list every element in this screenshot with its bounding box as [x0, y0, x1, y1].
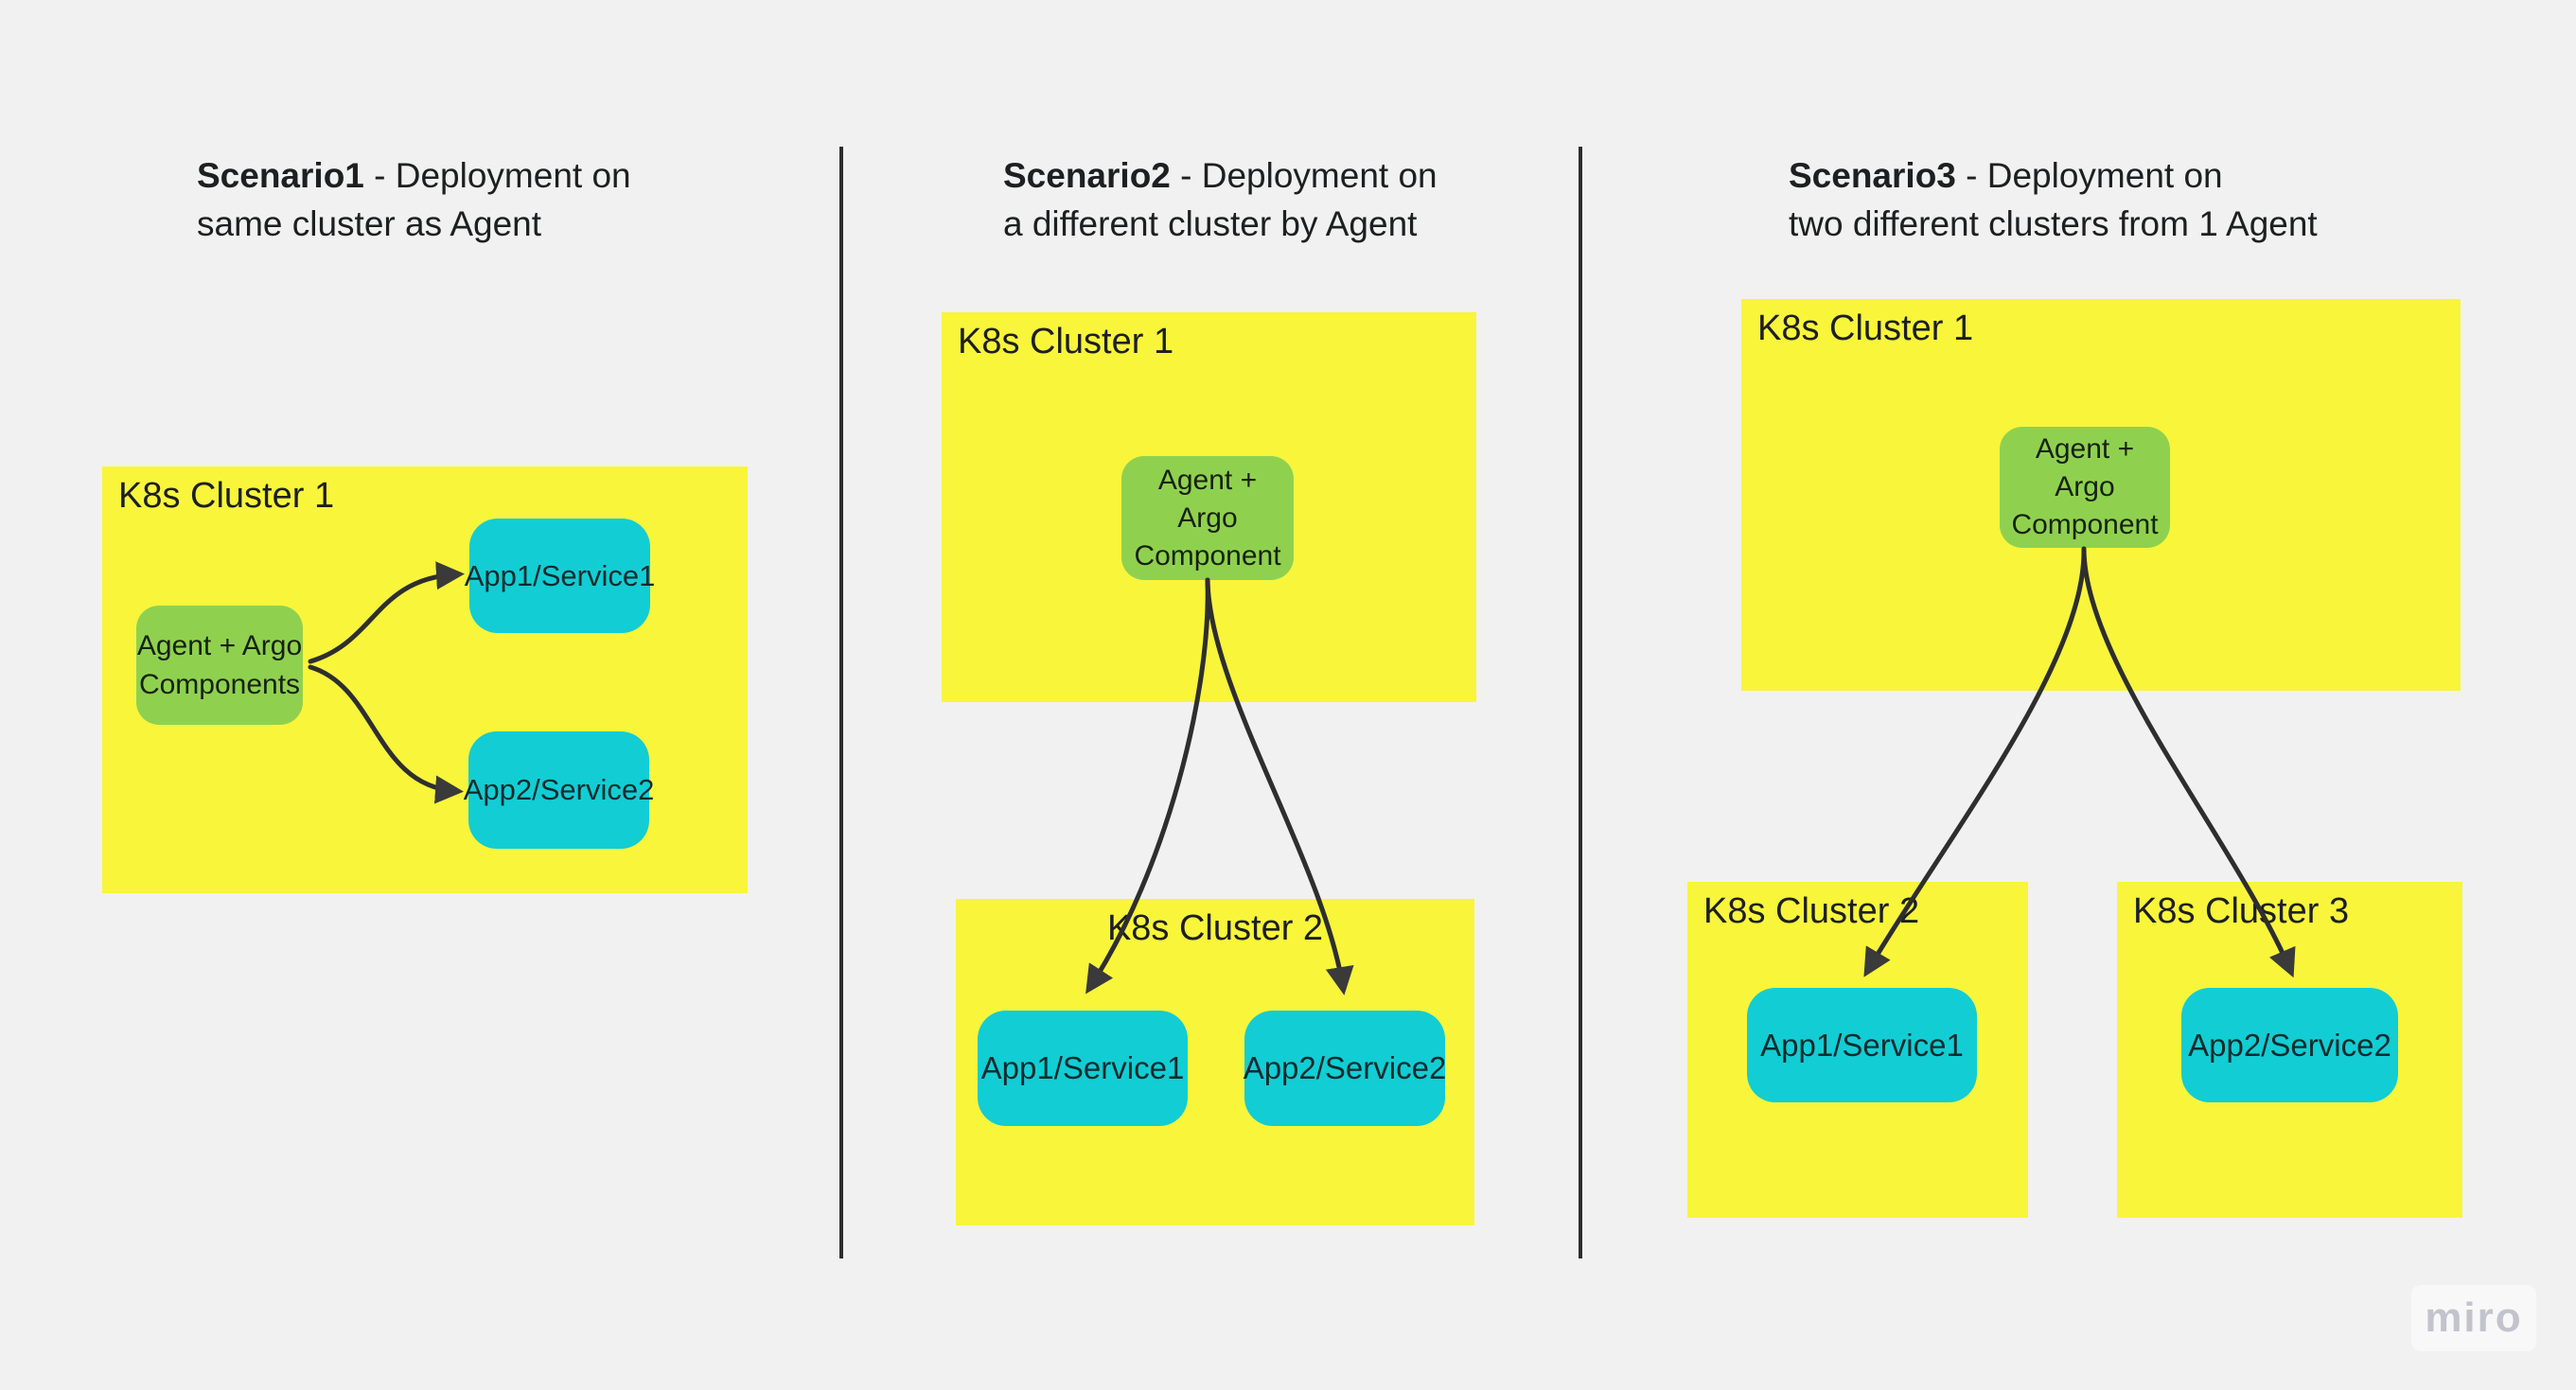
miro-logo: miro [2425, 1294, 2523, 1341]
scenario2-title[interactable]: Scenario2 - Deployment on a different cl… [1003, 151, 1438, 248]
scenario1-app2-label: App2/Service2 [463, 773, 655, 806]
scenario3-cluster1-label: K8s Cluster 1 [1757, 308, 1974, 348]
scenario3-title[interactable]: Scenario3 - Deployment on two different … [1789, 151, 2318, 248]
scenario1-arrow-agent-to-app1[interactable] [308, 561, 465, 664]
scenario2-arrow-agent-to-app1[interactable] [1085, 577, 1210, 994]
scenario2-cluster1-label: K8s Cluster 1 [958, 322, 1174, 361]
scenario1-title-line2: same cluster as Agent [197, 204, 542, 243]
scenario2-app2-box[interactable]: App2/Service2 [1243, 1011, 1447, 1126]
scenario2-cluster1[interactable]: K8s Cluster 1 [942, 312, 1476, 702]
scenario3-title-rest: - Deployment on [1955, 156, 2223, 195]
scenario3-title-line2: two different clusters from 1 Agent [1789, 204, 2318, 243]
divider-line-1[interactable] [839, 147, 843, 1258]
miro-watermark[interactable]: miro [2411, 1285, 2536, 1351]
scenario3-arrow-agent-to-app2[interactable] [2081, 546, 2296, 978]
scenario2-agent-label: Agent + Argo Component [1134, 464, 1281, 572]
scenario3-app2-label: App2/Service2 [2188, 1027, 2391, 1063]
scenario3-app2-box[interactable]: App2/Service2 [2181, 988, 2398, 1102]
scenario1-title-bold: Scenario1 [197, 156, 364, 195]
scenario1-title-rest: - Deployment on [363, 156, 631, 195]
scenario1-app1-label: App1/Service1 [464, 558, 656, 592]
scenario1-agent-label: Agent + Argo Components [136, 630, 303, 700]
scenario1-app2-box[interactable]: App2/Service2 [464, 731, 654, 849]
scenario2-title-bold: Scenario2 [1003, 156, 1171, 195]
scenario2-app1-box[interactable]: App1/Service1 [978, 1011, 1188, 1126]
scenario2-title-line2: a different cluster by Agent [1003, 204, 1418, 243]
scenario3-agent-label: Agent + Argo Component [2011, 433, 2159, 540]
scenario2-app1-label: App1/Service1 [980, 1050, 1185, 1085]
scenario2-title-rest: - Deployment on [1170, 156, 1438, 195]
scenario3-title-bold: Scenario3 [1789, 156, 1956, 195]
scenario2-app2-label: App2/Service2 [1243, 1050, 1447, 1085]
divider-line-2[interactable] [1579, 147, 1582, 1258]
scenario2-cluster2-label: K8s Cluster 2 [1106, 908, 1324, 948]
scenario3-cluster3-label: K8s Cluster 3 [2133, 891, 2350, 931]
scenario3-agent-box[interactable]: Agent + Argo Component [2000, 427, 2170, 548]
scenario1-cluster1-label: K8s Cluster 1 [118, 476, 335, 516]
scenario2-arrow-agent-to-app2[interactable] [1205, 577, 1354, 995]
scenario3-app1-box[interactable]: App1/Service1 [1747, 988, 1977, 1102]
scenario3-arrow-agent-to-app1[interactable] [1863, 546, 2087, 977]
scenario1-agent-box[interactable]: Agent + Argo Components [136, 606, 303, 725]
scenario3-cluster2-label: K8s Cluster 2 [1703, 891, 1920, 931]
scenario1-app1-box[interactable]: App1/Service1 [465, 519, 655, 633]
scenario1-arrow-agent-to-app2[interactable] [308, 664, 464, 804]
scenario1-title[interactable]: Scenario1 - Deployment on same cluster a… [197, 151, 631, 248]
scenario2-agent-box[interactable]: Agent + Argo Component [1121, 456, 1294, 580]
scenario3-app1-label: App1/Service1 [1760, 1027, 1964, 1063]
